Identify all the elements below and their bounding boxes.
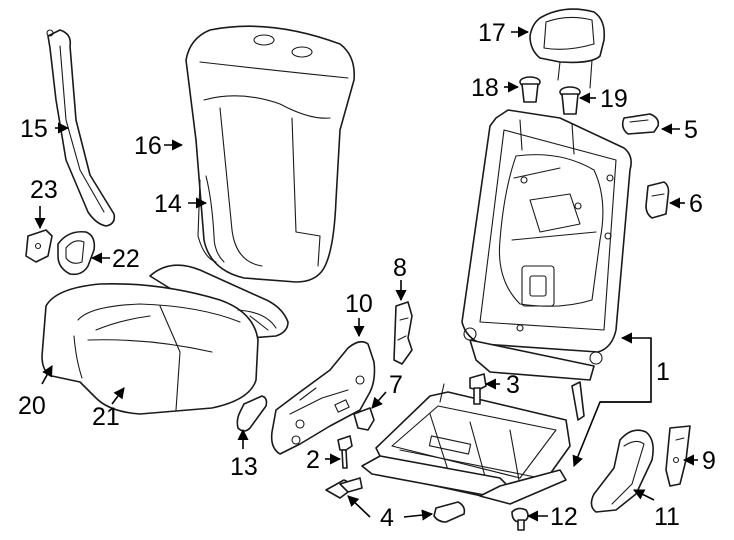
pin-part (511, 507, 529, 531)
callout-15: 15 (20, 115, 48, 143)
headrest-guide-18 (519, 76, 541, 103)
bezel-part (57, 230, 96, 276)
callout-2: 2 (306, 446, 320, 474)
leader-lines (34, 26, 698, 522)
headrest-guide-19 (559, 86, 581, 115)
small-clip-part (25, 229, 53, 263)
callout-18: 18 (471, 74, 499, 102)
callout-22: 22 (112, 245, 140, 273)
callout-5: 5 (684, 116, 698, 144)
callout-7: 7 (389, 371, 403, 399)
callout-1: 1 (656, 358, 670, 386)
callout-16: 16 (134, 132, 162, 160)
callout-13: 13 (230, 453, 258, 481)
callout-4: 4 (380, 504, 394, 532)
callout-23: 23 (30, 176, 58, 204)
callout-10: 10 (345, 290, 373, 318)
callout-11: 11 (654, 503, 680, 531)
callout-3: 3 (506, 371, 520, 399)
latch-button-part (621, 113, 660, 135)
callout-20: 20 (18, 392, 46, 420)
bracket-8-part (393, 301, 413, 365)
headrest-part (529, 8, 606, 89)
clip-pair-part (325, 477, 466, 523)
hinge-cover-part (665, 425, 691, 487)
side-trim-panel-part (46, 29, 116, 227)
seat-cushion-part (41, 264, 289, 415)
callout-19: 19 (600, 85, 628, 113)
callout-12: 12 (550, 503, 578, 531)
seat-frame-part (361, 109, 632, 505)
callout-21: 21 (92, 403, 120, 431)
seat-back-cushion-part (185, 25, 356, 283)
callout-labels: 17 18 19 5 6 15 16 14 23 22 8 10 1 3 7 2… (18, 19, 716, 532)
latch-cover-part (353, 407, 375, 431)
callout-9: 9 (702, 447, 716, 475)
release-handle-part (645, 181, 670, 219)
callout-17: 17 (478, 19, 506, 47)
callout-6: 6 (689, 190, 703, 218)
recliner-cover-part (590, 429, 654, 513)
callout-8: 8 (393, 254, 407, 282)
small-trim-pad-part (236, 395, 268, 432)
bolt-part-3 (469, 373, 487, 405)
side-bracket-part (270, 340, 376, 455)
callout-14: 14 (154, 190, 182, 218)
bolt-part-2 (337, 435, 353, 469)
